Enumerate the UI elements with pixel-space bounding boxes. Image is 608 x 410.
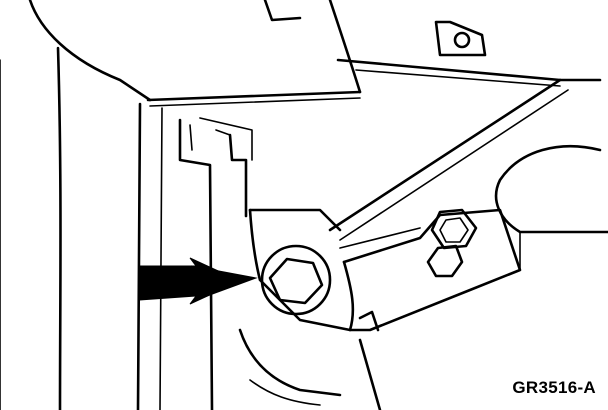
- upper-crossmember: [146, 0, 602, 107]
- mounting-hole: [453, 31, 471, 49]
- hex-nut-icon: [430, 208, 478, 250]
- hex-bolt-icon: [260, 244, 332, 316]
- lower-panel: [238, 328, 382, 410]
- mounting-bracket: [248, 208, 522, 332]
- lower-nut-icon: [426, 244, 464, 278]
- figure-id-label: GR3516-A: [512, 378, 596, 397]
- top-bracket: [434, 20, 487, 57]
- trim-panel: [0, 0, 152, 410]
- right-body-panel: [494, 144, 608, 271]
- diagonal-brace: [248, 78, 569, 241]
- arrow-right-icon: [139, 257, 258, 305]
- pillar-strip: [136, 102, 253, 410]
